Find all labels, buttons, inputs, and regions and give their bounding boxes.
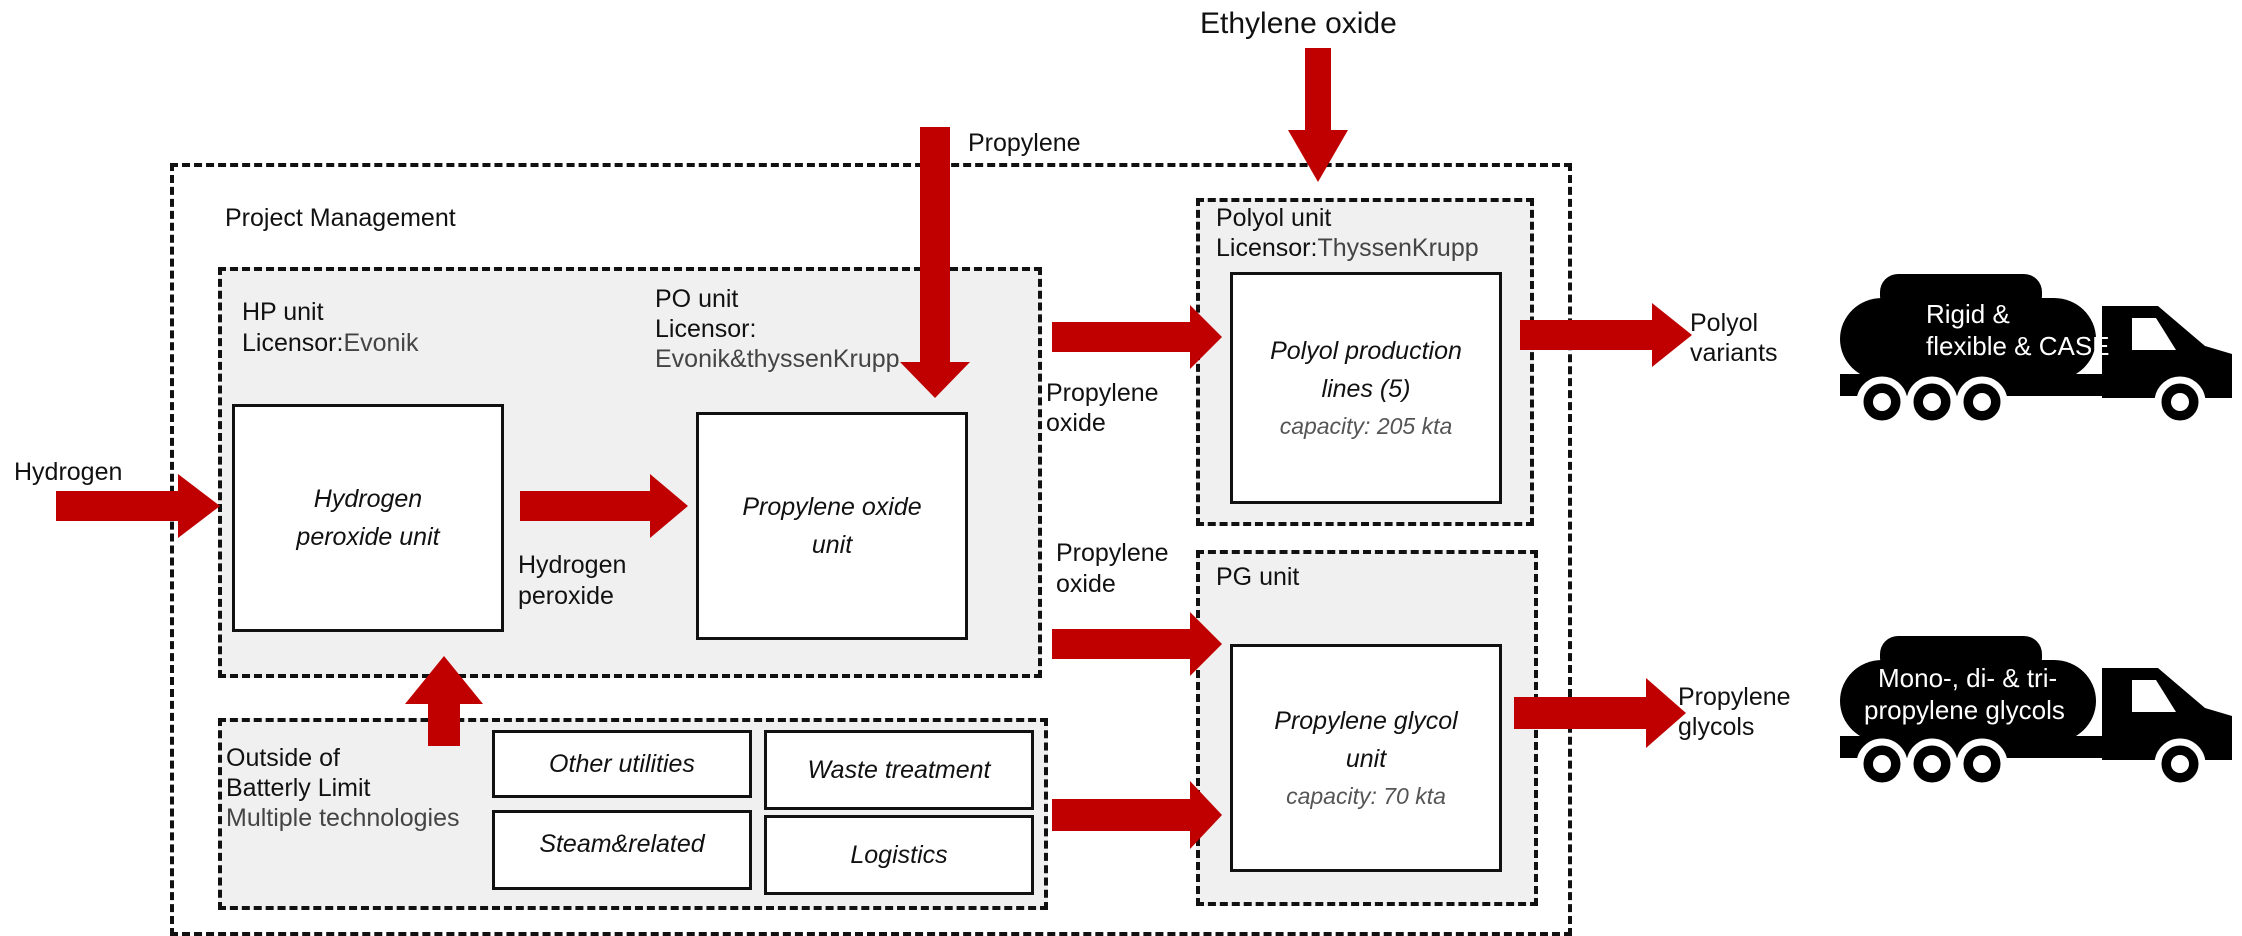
hp-licensor-value: Evonik bbox=[343, 329, 419, 357]
propylene-feed-label: Propylene bbox=[968, 129, 1081, 157]
propylene-oxide-unit-box: Propylene oxide unit bbox=[696, 412, 968, 640]
propylene-oxide-label-a1: Propylene bbox=[1046, 379, 1159, 407]
po-box-line1: Propylene oxide bbox=[742, 493, 922, 521]
pg-output-label-2: glycols bbox=[1678, 713, 1755, 741]
osbl-line2: Batterly Limit bbox=[226, 774, 371, 802]
ethylene-oxide-label: Ethylene oxide bbox=[1200, 7, 1397, 40]
osbl-line3: Multiple technologies bbox=[226, 804, 460, 832]
polyol-capacity: capacity: 205 kta bbox=[1279, 413, 1453, 439]
hydrogen-peroxide-unit-box: Hydrogen peroxide unit bbox=[232, 404, 504, 632]
hydrogen-peroxide-label-1: Hydrogen bbox=[518, 551, 627, 579]
polyol-licensor-value: ThyssenKrupp bbox=[1317, 234, 1479, 262]
po-unit-title: PO unit bbox=[655, 285, 739, 313]
polyol-licensor: Licensor:ThyssenKrupp bbox=[1216, 233, 1479, 264]
polyol-output-label-1: Polyol bbox=[1690, 309, 1759, 337]
propylene-glycol-box: Propylene glycol unit capacity: 70 kta bbox=[1230, 644, 1502, 872]
pg-truck-label-1: Mono-, di- & tri- bbox=[1878, 663, 2058, 693]
po-licensor-label: Licensor: bbox=[655, 315, 757, 343]
polyol-truck-label-2: flexible & CASE bbox=[1926, 331, 2110, 361]
propylene-oxide-label-a2: oxide bbox=[1046, 409, 1106, 437]
pg-box-line1: Propylene glycol bbox=[1274, 707, 1458, 735]
hp-unit-title: HP unit bbox=[242, 298, 324, 326]
pg-truck-label-2: propylene glycols bbox=[1864, 695, 2065, 725]
hp-licensor-label: Licensor: bbox=[242, 329, 344, 357]
steam-related-box: Steam&related bbox=[492, 810, 752, 890]
propylene-glycol-truck-icon bbox=[1840, 636, 2232, 790]
pg-box-line2: unit bbox=[1345, 745, 1387, 773]
hp-box-line1: Hydrogen bbox=[313, 485, 423, 513]
waste-treatment-label: Waste treatment bbox=[807, 756, 991, 784]
hydrogen-peroxide-label-2: peroxide bbox=[518, 582, 614, 610]
polyol-output-label-2: variants bbox=[1690, 339, 1778, 367]
po-box-line2: unit bbox=[811, 531, 853, 559]
ethylene-oxide-arrow bbox=[1288, 48, 1348, 182]
polyol-licensor-label: Licensor: bbox=[1216, 234, 1318, 262]
propylene-oxide-label-b1: Propylene bbox=[1056, 539, 1169, 567]
polyol-truck-icon bbox=[1840, 274, 2232, 428]
steam-related-label: Steam&related bbox=[539, 830, 705, 858]
pg-output-label-1: Propylene bbox=[1678, 683, 1791, 711]
other-utilities-label: Other utilities bbox=[549, 750, 695, 778]
propylene-oxide-label-b2: oxide bbox=[1056, 570, 1116, 598]
logistics-label: Logistics bbox=[850, 841, 948, 869]
osbl-line1: Outside of bbox=[226, 744, 340, 772]
pg-unit-title: PG unit bbox=[1216, 563, 1300, 591]
polyol-box-line1: Polyol production bbox=[1270, 337, 1462, 365]
polyol-box-line2: lines (5) bbox=[1321, 375, 1411, 403]
logistics-box: Logistics bbox=[764, 815, 1034, 895]
hydrogen-flow-label: Hydrogen bbox=[14, 458, 123, 486]
po-licensor-value: Evonik&thyssenKrupp bbox=[655, 345, 900, 373]
polyol-truck-label-1: Rigid & bbox=[1926, 299, 2010, 329]
hp-licensor: Licensor:Evonik bbox=[242, 328, 419, 359]
polyol-production-box: Polyol production lines (5) capacity: 20… bbox=[1230, 272, 1502, 504]
pg-capacity: capacity: 70 kta bbox=[1286, 783, 1446, 809]
other-utilities-box: Other utilities bbox=[492, 730, 752, 798]
project-management-label: Project Management bbox=[225, 204, 456, 232]
hp-box-line2: peroxide unit bbox=[296, 523, 440, 551]
polyol-unit-title: Polyol unit bbox=[1216, 204, 1332, 232]
waste-treatment-box: Waste treatment bbox=[764, 730, 1034, 810]
